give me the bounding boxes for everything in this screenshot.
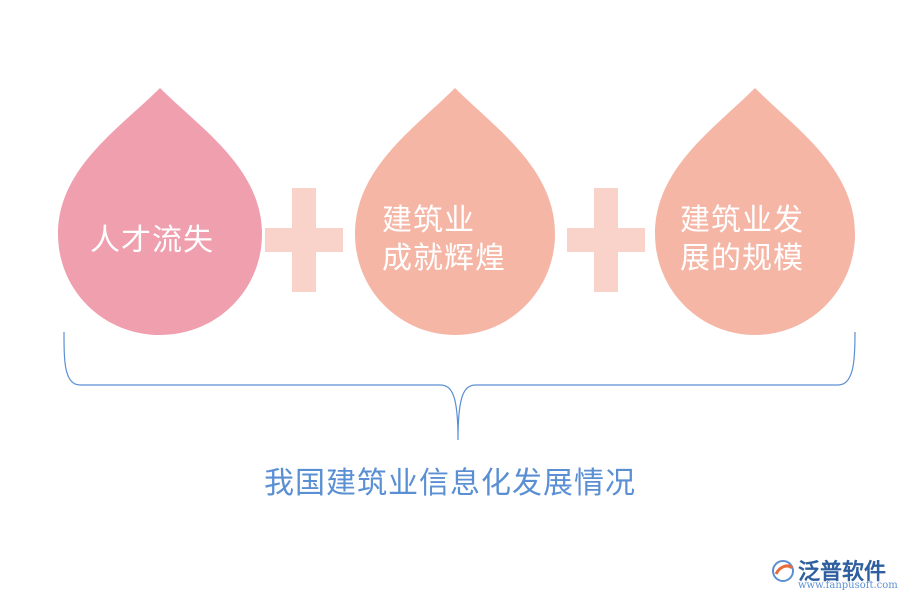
drop-label-3: 建筑业发 展的规模: [680, 202, 804, 278]
drop-label-line: 建筑业: [382, 203, 475, 238]
fanpu-logo-icon: [772, 560, 794, 582]
drop-label-line: 成就辉煌: [382, 241, 506, 276]
drop-label-line: 展的规模: [680, 241, 804, 276]
drop-shape-1: [58, 88, 262, 335]
logo-url: www.fanpusoft.com: [798, 580, 898, 591]
diagram-caption: 我国建筑业信息化发展情况: [264, 466, 636, 501]
plus-icon: [567, 188, 645, 292]
drop-label-line: 建筑业发: [680, 203, 804, 238]
brace: [63, 331, 856, 441]
logo-name: 泛普软件: [798, 560, 887, 585]
drop-shape-3: [655, 88, 855, 335]
drop-shape-2: [355, 88, 555, 335]
drop-label-2: 建筑业 成就辉煌: [382, 202, 506, 278]
drop-label-line: 人才流失: [90, 223, 214, 258]
plus-icon: [265, 188, 343, 292]
drop-label-1: 人才流失: [90, 222, 214, 260]
brand-logo[interactable]: 泛普软件 www.fanpusoft.com: [770, 552, 898, 596]
